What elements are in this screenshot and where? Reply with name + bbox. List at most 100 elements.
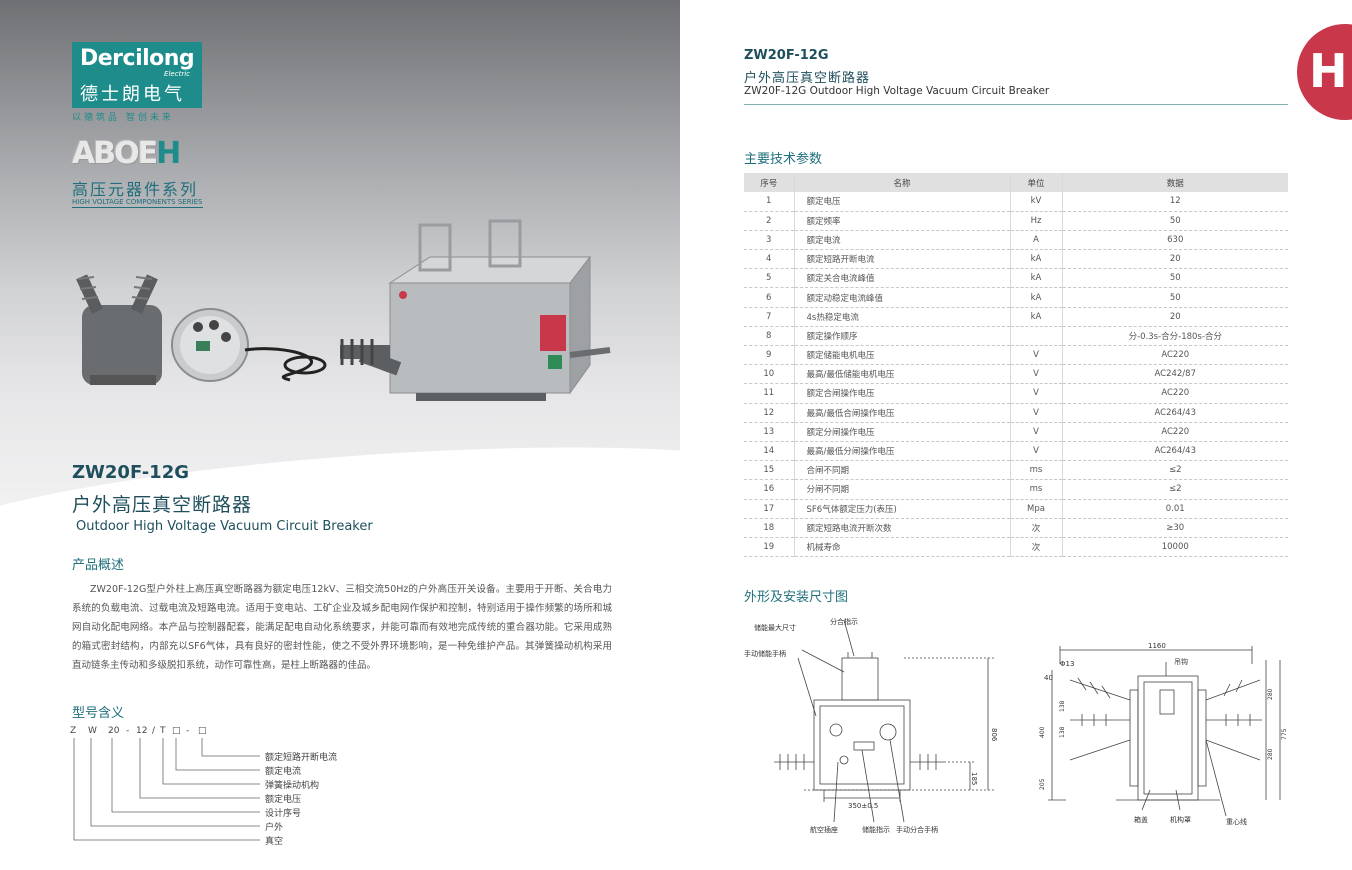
param-unit: V [1009,364,1062,385]
param-name: 额定分闸操作电压 [793,422,1010,442]
brand-name-en: Dercilong [80,46,195,71]
param-value: ≤2 [1061,460,1288,481]
front-label-aviation-socket: 航空插座 [810,825,838,834]
model-code-dash2: - [186,726,190,736]
side-dim-400: 400 [1039,726,1046,738]
series-name-en: HIGH VOLTAGE COMPONENTS SERIES [72,198,203,208]
model-label-spring-mechanism: 弹簧操动机构 [265,781,320,791]
front-label-charge-handle: 手动储能手柄 [744,649,786,658]
param-name: 最高/最低储能电机电压 [793,364,1010,385]
series-logo-h: H [156,136,181,171]
left-page: Dercilong Electric 德士朗电气 以德筑品 智创未来 ABOEH… [0,0,680,847]
h-section-badge: H [1297,24,1352,120]
header-divider [744,104,1288,105]
param-name: SF6气体额定压力(表压) [793,499,1010,519]
model-code-box2: □ [198,726,207,736]
right-name-en: ZW20F-12G Outdoor High Voltage Vacuum Ci… [744,85,1050,97]
brand-name-cn: 德士朗电气 [80,84,185,105]
param-no: 13 [744,422,794,442]
model-code-z: Z [70,726,77,736]
param-no: 8 [744,326,794,347]
param-value: 0.01 [1061,499,1288,519]
param-value: 20 [1061,307,1288,327]
series-logo: ABOEH [72,136,181,171]
dimensions-title: 外形及安装尺寸图 [744,590,849,605]
side-dim-280a: 280 [1267,688,1274,700]
overview-text: ZW20F-12G型户外柱上高压真空断路器为额定电压12kV、三相交流50Hz的… [72,584,612,671]
params-title: 主要技术参数 [744,152,823,167]
series-name-cn: 高压元器件系列 [72,180,199,199]
params-header-value: 数据 [1061,173,1288,192]
param-unit: kA [1009,268,1062,289]
param-name: 4s热稳定电流 [793,307,1010,327]
param-name: 额定关合电流峰值 [793,268,1010,289]
param-unit: Mpa [1009,499,1062,519]
model-code-w: W [88,726,97,736]
param-no: 5 [744,268,794,289]
param-name: 额定动稳定电流峰值 [793,287,1010,308]
param-name: 合闸不同期 [793,460,1010,481]
param-no: 12 [744,403,794,423]
model-label-breaking-current: 额定短路开断电流 [265,753,338,763]
front-dim-height: 806 [990,728,998,742]
model-code-box1: □ [172,726,181,736]
param-value: 50 [1061,287,1288,308]
param-value: AC220 [1061,383,1288,404]
model-label-rated-voltage: 额定电压 [265,795,302,805]
param-value: 10000 [1061,537,1288,558]
side-label-gravity-line: 重心线 [1226,817,1247,826]
param-name: 最高/最低分闸操作电压 [793,441,1010,462]
param-value: ≤2 [1061,479,1288,500]
param-value: AC220 [1061,345,1288,366]
param-unit: 次 [1009,537,1062,558]
side-label-cover: 箱盖 [1134,815,1148,824]
param-unit: ms [1009,479,1062,500]
right-page: ZW20F-12G 户外高压真空断路器 ZW20F-12G Outdoor Hi… [680,0,1352,870]
front-label-max-size: 储能最大尺寸 [754,623,796,632]
front-view-drawing: 储能最大尺寸 分合指示 手动储能手柄 航空插座 储能指示 手动分合手柄 806 … [744,617,998,834]
product-model: ZW20F-12G [72,462,189,483]
model-label-vacuum: 真空 [265,837,284,847]
brand-slogan: 以德筑品 智创未来 [72,113,174,123]
param-name: 额定频率 [793,211,1010,231]
param-no: 9 [744,345,794,366]
param-value: AC242/87 [1061,364,1288,385]
front-dim-low: 185 [970,772,978,785]
param-unit: V [1009,345,1062,366]
controller-image [171,308,327,382]
product-photo [76,219,611,401]
param-unit: kA [1009,287,1062,308]
param-unit: ms [1009,460,1062,481]
front-dim-width: 350±0.5 [848,802,878,810]
param-unit: kA [1009,307,1062,327]
model-meaning-lines [73,738,260,841]
param-no: 19 [744,537,794,558]
model-label-design-number: 设计序号 [265,809,302,819]
param-no: 6 [744,287,794,308]
param-value: AC264/43 [1061,403,1288,423]
side-view-drawing: 1160 Φ13 吊钩 40 138 138 400 205 280 280 7… [1039,642,1288,826]
side-dim-205: 205 [1039,778,1046,790]
param-name: 额定合闸操作电压 [793,383,1010,404]
param-value: 分-0.3s-合分-180s-合分 [1061,326,1288,347]
side-label-hook: 吊钩 [1174,657,1188,666]
param-no: 2 [744,211,794,231]
model-meaning-title: 型号含义 [72,706,125,721]
param-name: 额定操作顺序 [793,326,1010,347]
param-no: 17 [744,499,794,519]
